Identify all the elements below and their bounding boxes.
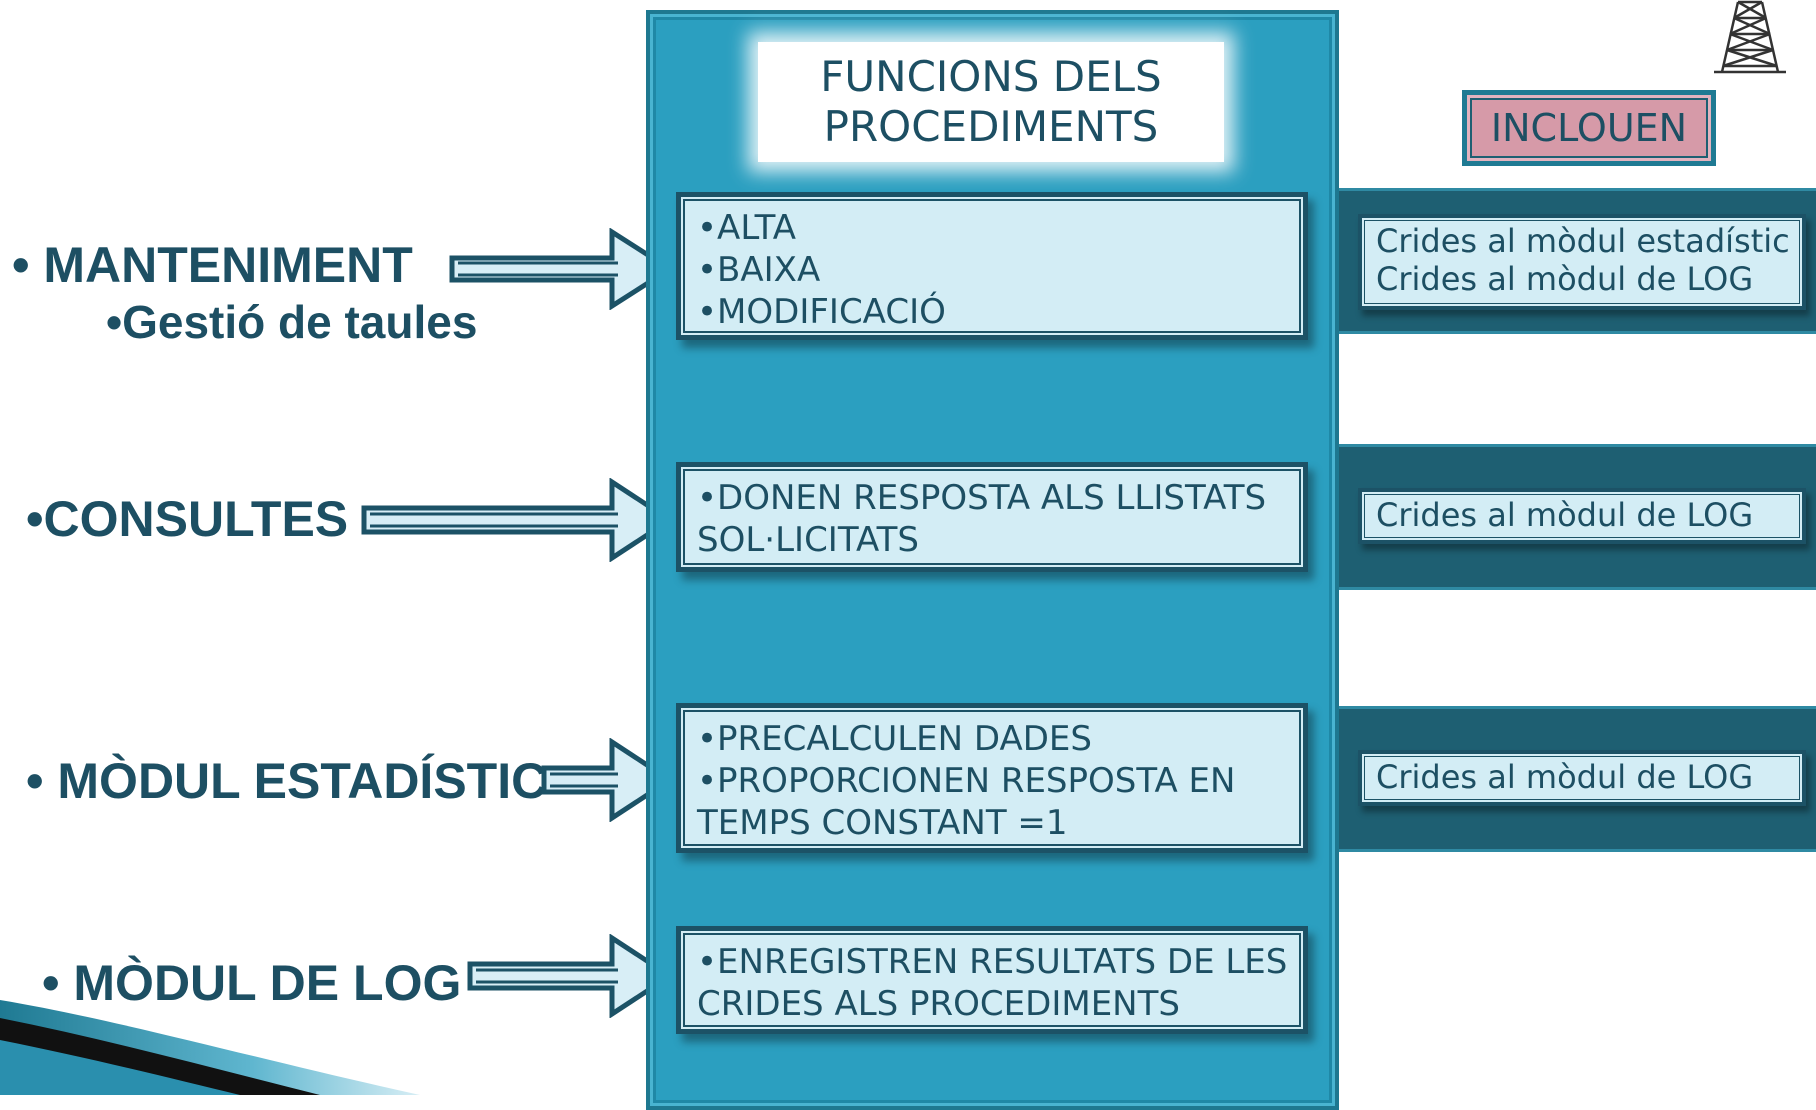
includes-item: Crides al mòdul de LOG bbox=[1376, 496, 1754, 534]
arrow-right-icon bbox=[361, 478, 674, 562]
arrow-right-icon bbox=[541, 738, 674, 822]
arrow-right-icon bbox=[449, 228, 674, 310]
includes-item: Crides al mòdul estadístic bbox=[1376, 222, 1790, 260]
label-manteniment: • MANTENIMENT bbox=[12, 237, 413, 293]
function-item: CRIDES ALS PROCEDIMENTS bbox=[697, 984, 1180, 1024]
panel-title-line2: PROCEDIMENTS bbox=[823, 102, 1159, 151]
includes-box-consultes: Crides al mòdul de LOG bbox=[1358, 488, 1806, 544]
includes-box-manteniment: Crides al mòdul estadístic Crides al mòd… bbox=[1358, 214, 1806, 310]
function-item: •ENREGISTREN RESULTATS DE LES bbox=[697, 942, 1288, 982]
arrow-right-icon bbox=[467, 934, 674, 1018]
transmission-tower-icon bbox=[1714, 0, 1786, 74]
label-modul-estadistic: • MÒDUL ESTADÍSTIC bbox=[26, 753, 548, 809]
panel-title-line1: FUNCIONS DELS bbox=[820, 52, 1162, 101]
label-consultes: •CONSULTES bbox=[26, 491, 349, 547]
function-box-modul-log: •ENREGISTREN RESULTATS DE LES CRIDES ALS… bbox=[676, 926, 1308, 1034]
function-box-consultes: •DONEN RESPOSTA ALS LLISTATS SOL·LICITAT… bbox=[676, 462, 1308, 572]
includes-box-modul-estadistic: Crides al mòdul de LOG bbox=[1358, 750, 1806, 806]
function-item: •DONEN RESPOSTA ALS LLISTATS bbox=[697, 478, 1267, 518]
function-item: •PROPORCIONEN RESPOSTA EN bbox=[697, 761, 1236, 801]
function-item: •BAIXA bbox=[697, 250, 821, 290]
includes-item: Crides al mòdul de LOG bbox=[1376, 758, 1754, 796]
function-item: SOL·LICITATS bbox=[697, 520, 919, 560]
function-box-modul-estadistic: •PRECALCULEN DADES •PROPORCIONEN RESPOST… bbox=[676, 703, 1308, 853]
includes-item: Crides al mòdul de LOG bbox=[1376, 260, 1754, 298]
function-item: •MODIFICACIÓ bbox=[697, 292, 946, 332]
panel-title: FUNCIONS DELS PROCEDIMENTS bbox=[758, 42, 1224, 162]
corner-swoosh-decoration bbox=[0, 1000, 420, 1095]
function-item: TEMPS CONSTANT =1 bbox=[697, 803, 1068, 843]
function-item: •PRECALCULEN DADES bbox=[697, 719, 1092, 759]
inclouen-header: INCLOUEN bbox=[1462, 90, 1716, 166]
label-gestio-de-taules: •Gestió de taules bbox=[106, 296, 478, 348]
function-box-manteniment: •ALTA •BAIXA •MODIFICACIÓ bbox=[676, 192, 1308, 340]
function-item: •ALTA bbox=[697, 208, 796, 248]
label-modul-de-log: • MÒDUL DE LOG bbox=[42, 955, 462, 1011]
